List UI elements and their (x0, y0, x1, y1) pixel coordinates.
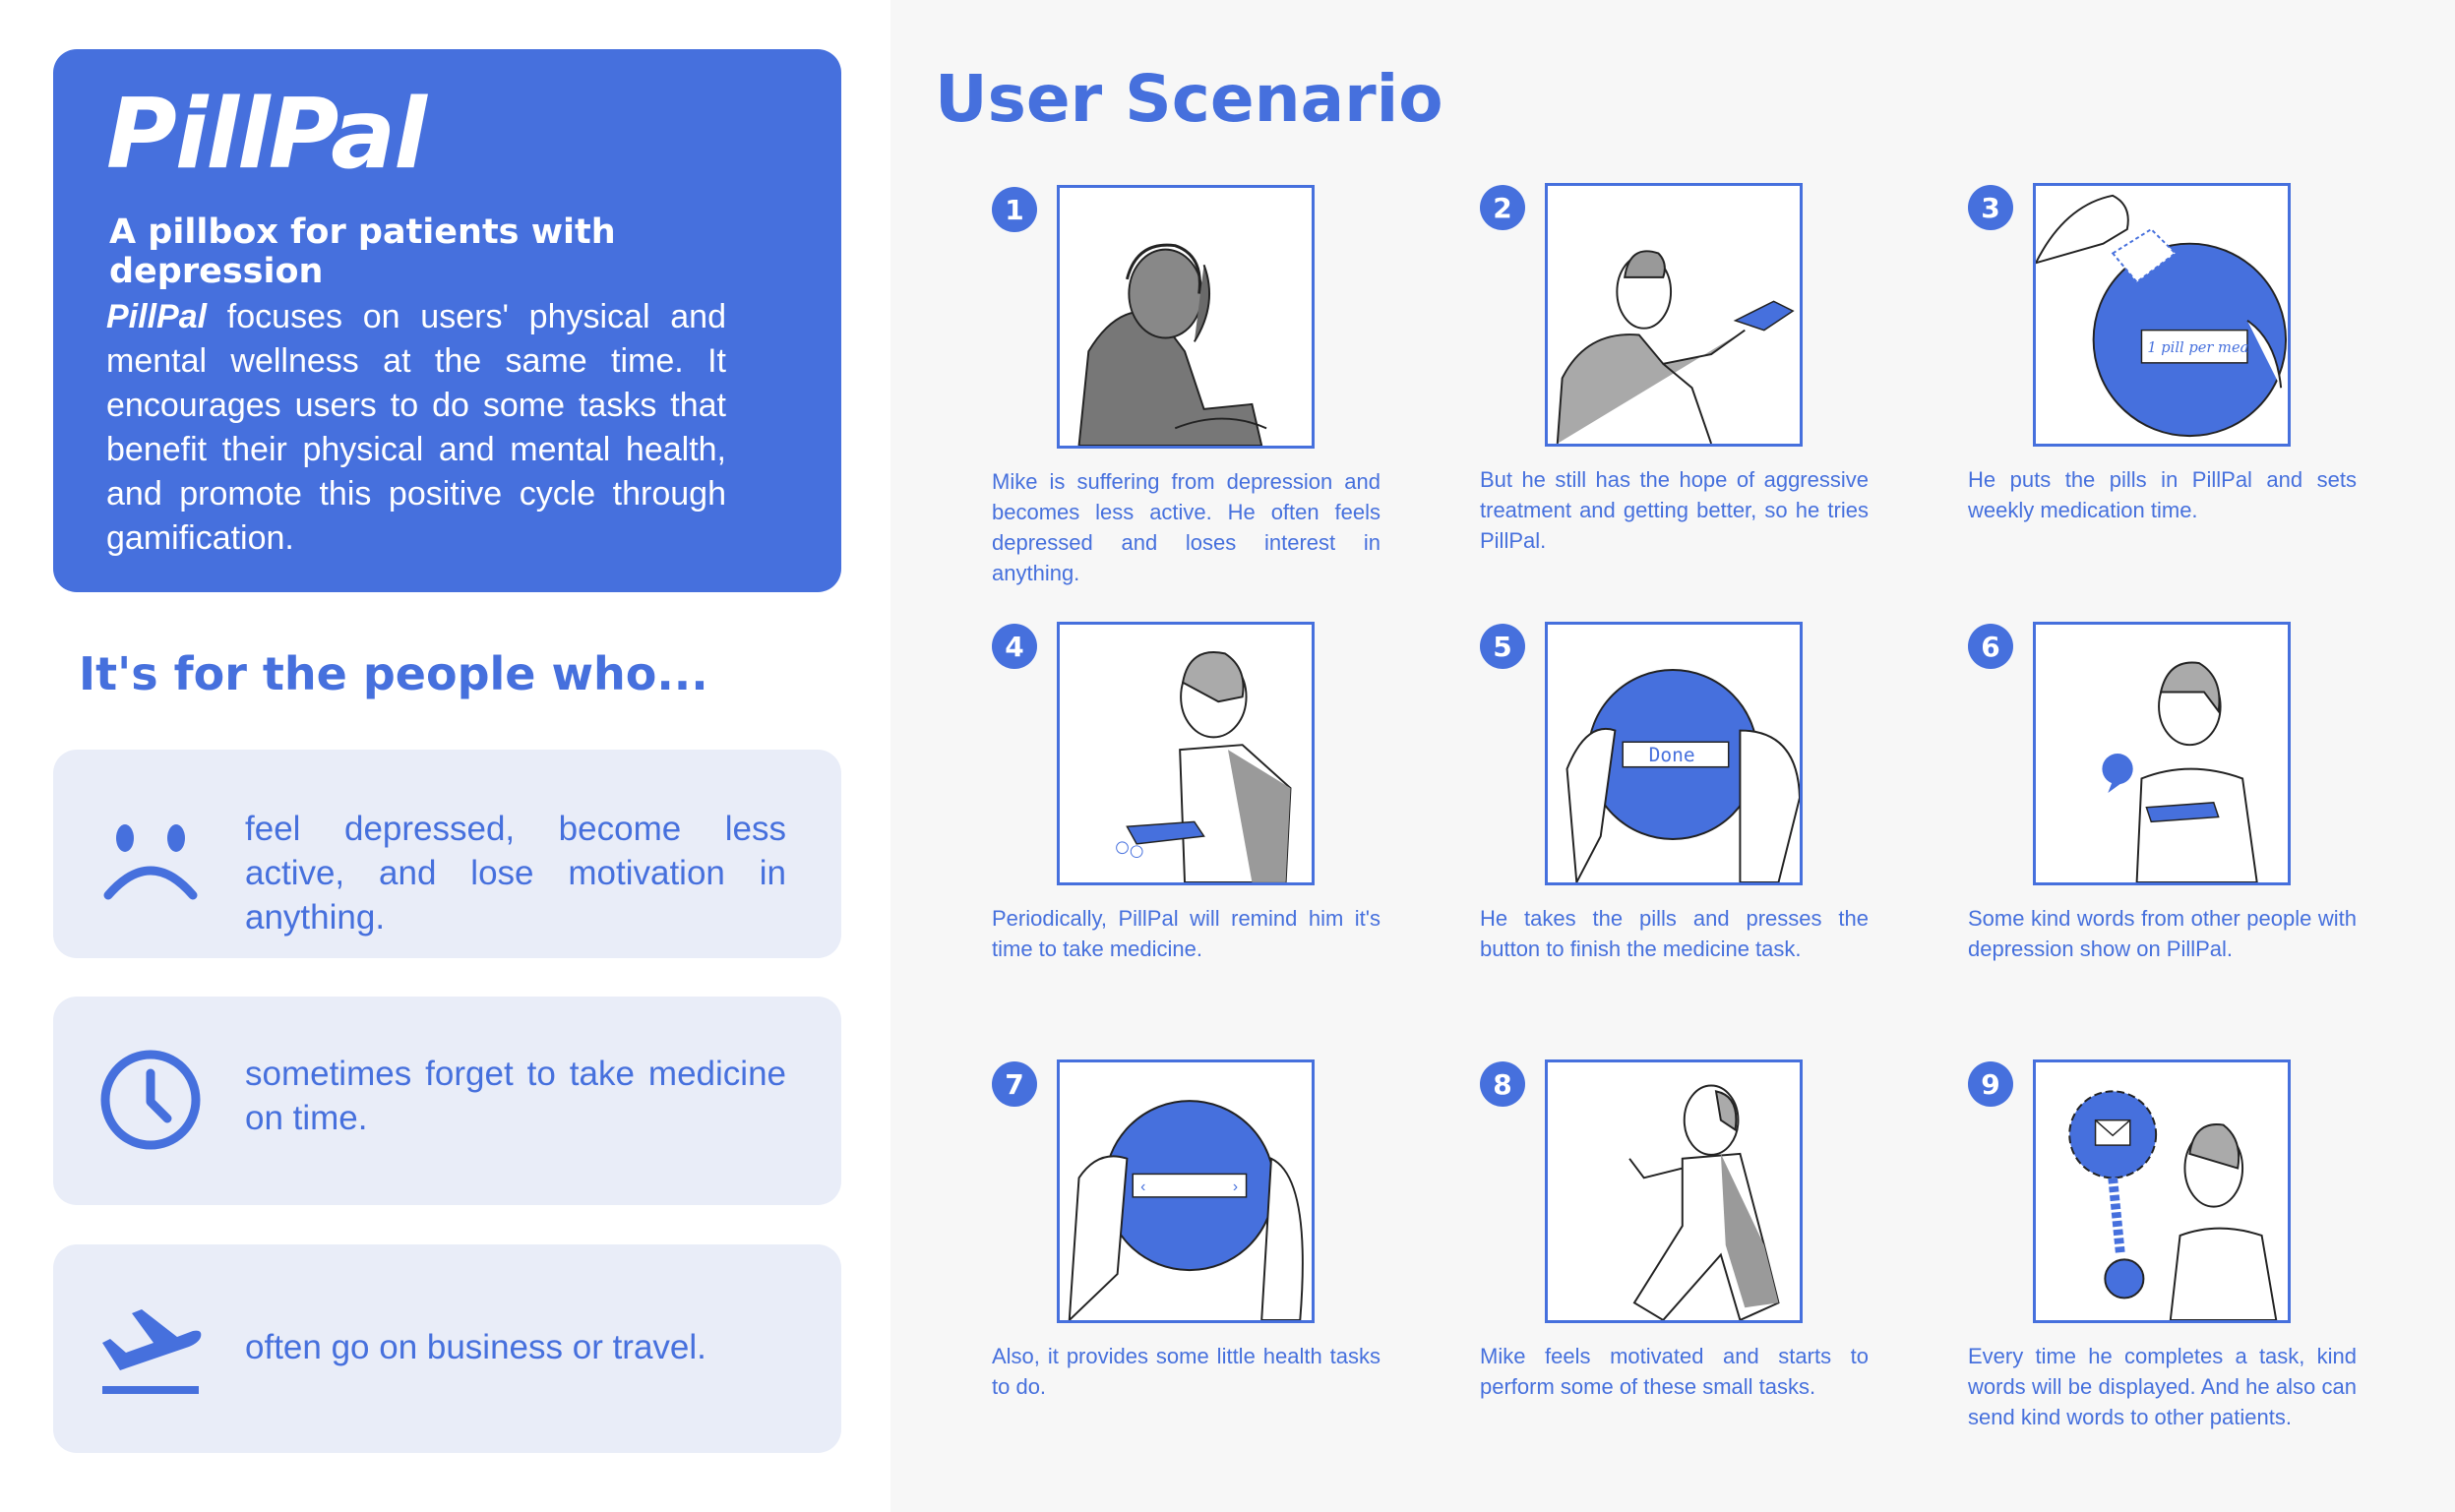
step-number: 1 (992, 187, 1037, 232)
brand-title: PillPal (106, 79, 427, 191)
people-card-travel: often go on business or travel. (53, 1244, 841, 1453)
step-illustration (1057, 185, 1315, 449)
step-number: 9 (1968, 1061, 2013, 1107)
intro-description-text: focuses on users' physical and mental we… (106, 298, 726, 557)
step-caption: Every time he completes a task, kind wor… (1968, 1344, 2357, 1429)
step-caption: He takes the pills and presses the butto… (1480, 906, 1869, 961)
step-illustration (1545, 1059, 1803, 1323)
step-illustration: 1 pill per meal (2033, 183, 2291, 447)
step-number: 3 (1968, 185, 2013, 230)
step-caption: Also, it provides some little health tas… (992, 1344, 1381, 1399)
scenario-step-2: 2 But he still has the hope of aggressiv… (1480, 183, 1873, 578)
airplane-departure-icon (96, 1296, 205, 1404)
step-illustration: Done (1545, 622, 1803, 885)
step-number: 7 (992, 1061, 1037, 1107)
scenario-step-3: 3 1 pill per meal He puts the pills in P… (1968, 183, 2362, 578)
scenario-step-7: 7 ‹ › Also, it provides some little heal… (992, 1059, 1385, 1455)
intro-card: PillPal A pillbox for patients with depr… (53, 49, 841, 592)
step-caption: Some kind words from other people with d… (1968, 906, 2357, 961)
people-card-depressed: feel depressed, become less active, and … (53, 750, 841, 958)
step-number: 2 (1480, 185, 1525, 230)
intro-description: PillPal focuses on users' physical and m… (106, 295, 726, 561)
scenario-title: User Scenario (935, 61, 1443, 137)
scenario-step-1: 1 Mike is suffering from depression and … (992, 185, 1385, 585)
step-illustration (2033, 622, 2291, 885)
scenario-step-9: 9 Every time he completes a task, kind w… (1968, 1059, 2362, 1455)
intro-description-brand: PillPal (106, 298, 208, 335)
step-number: 8 (1480, 1061, 1525, 1107)
people-heading: It's for the people who... (79, 647, 708, 700)
people-card-forget: sometimes forget to take medicine on tim… (53, 997, 841, 1205)
people-card-text: sometimes forget to take medicine on tim… (245, 1055, 786, 1137)
pill-label: 1 pill per meal (2147, 339, 2253, 356)
step-caption: Mike feels motivated and starts to perfo… (1480, 1344, 1869, 1399)
step-illustration: ‹ › (1057, 1059, 1315, 1323)
step-number: 5 (1480, 624, 1525, 669)
step-caption: He puts the pills in PillPal and sets we… (1968, 467, 2357, 522)
step-illustration (2033, 1059, 2291, 1323)
sad-face-icon (96, 805, 205, 913)
step-number: 4 (992, 624, 1037, 669)
svg-text:›: › (1233, 1179, 1238, 1195)
step-caption: Mike is suffering from depression and be… (992, 469, 1381, 585)
done-label: Done (1649, 744, 1695, 766)
step-number: 6 (1968, 624, 2013, 669)
tagline: A pillbox for patients with depression (109, 212, 616, 291)
scenario-step-4: 4 Periodically, PillPal will remind him … (992, 622, 1385, 1017)
step-illustration (1545, 183, 1803, 447)
scenario-step-6: 6 Some kind words from other people with… (1968, 622, 2362, 1017)
clock-icon (96, 1046, 205, 1154)
svg-text:‹: ‹ (1140, 1179, 1145, 1195)
step-caption: But he still has the hope of aggressive … (1480, 467, 1869, 553)
people-card-text: often go on business or travel. (245, 1328, 706, 1366)
step-caption: Periodically, PillPal will remind him it… (992, 906, 1381, 961)
scenario-step-5: 5 Done He takes the pills and presses th… (1480, 622, 1873, 1017)
scenario-step-8: 8 Mike feels motivated and starts to per… (1480, 1059, 1873, 1455)
people-card-text: feel depressed, become less active, and … (245, 810, 786, 937)
step-illustration (1057, 622, 1315, 885)
